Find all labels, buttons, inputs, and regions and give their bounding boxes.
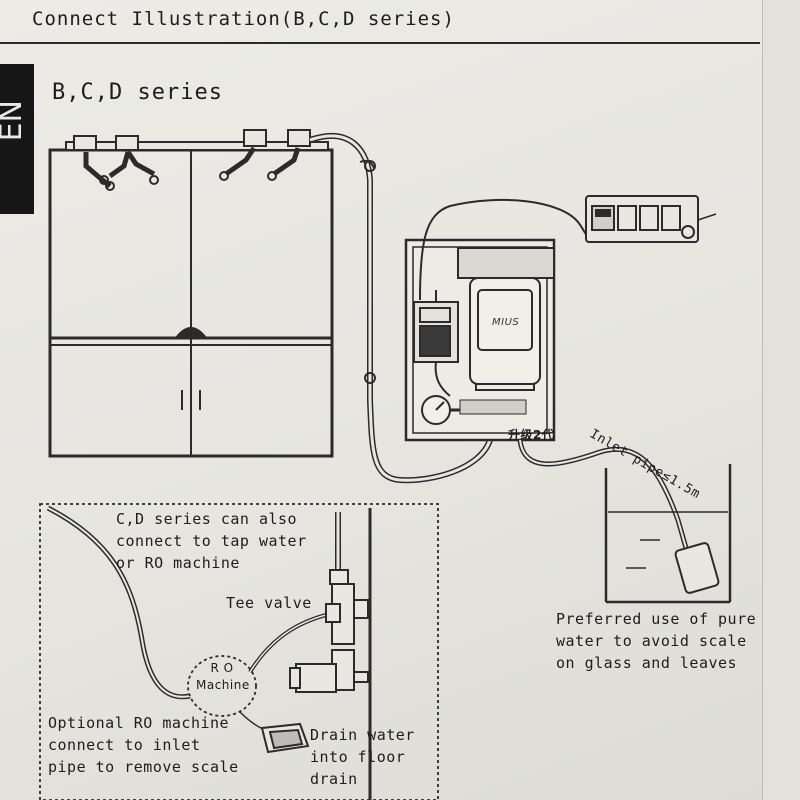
section-title: B,C,D series [52, 80, 223, 105]
water-container [604, 464, 732, 604]
page-header-title: Connect Illustration(B,C,D series) [32, 8, 455, 30]
misting-pump-unit [404, 238, 556, 442]
inset-box [39, 503, 439, 800]
tee-valve-label: Tee valve [226, 594, 312, 612]
device-brand-logo: MIUS [492, 317, 520, 328]
aquarium-cabinet [48, 148, 334, 458]
power-strip [585, 195, 717, 243]
tube-clip-bottom [364, 372, 376, 384]
drain-water-note: Drain water into floor drain [310, 726, 415, 788]
optional-ro-note: Optional RO machine connect to inlet pip… [48, 714, 239, 776]
inlet-tube [517, 439, 689, 549]
floor-drain [260, 722, 310, 754]
language-tab: EN [0, 64, 34, 214]
cd-series-note: C,D series can also connect to tap water… [116, 510, 307, 572]
power-cord [419, 198, 597, 301]
adjacent-page-edge [762, 0, 800, 800]
ro-machine-label: R O Machine [196, 661, 250, 692]
misting-pipe-with-nozzles [65, 129, 329, 191]
device-model-badge: 升级2代 [508, 428, 555, 442]
ro-machine [187, 655, 257, 717]
header-rule [0, 42, 760, 44]
preferred-water-note: Preferred use of pure water to avoid sca… [556, 610, 757, 672]
tee-valve [289, 508, 372, 800]
